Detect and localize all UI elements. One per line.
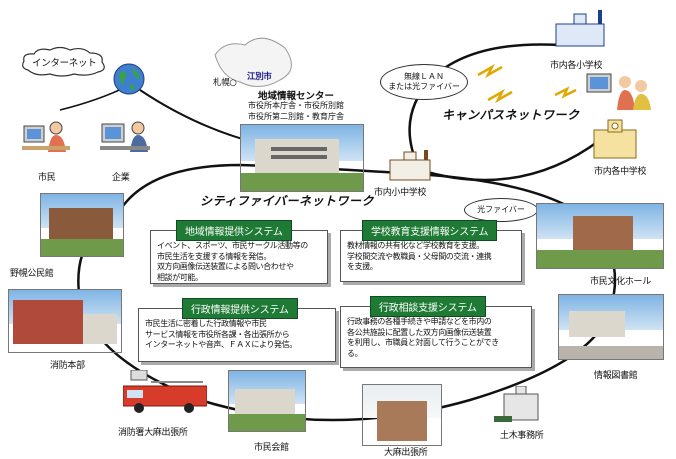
admin-info-title: 行政情報提供システム: [182, 298, 298, 319]
fire-hq-photo: [8, 289, 122, 353]
admin-consult-text: 行政事務の各種手続きや申請などを市内の 各公共施設に配置した双方向画像伝送装置 …: [347, 317, 499, 358]
info-library-label: 情報図書館: [594, 371, 638, 381]
center-sub-line1: 市役所本庁舎・市役所別館: [248, 101, 344, 110]
fire-truck-icon: [122, 369, 208, 414]
citizen-label: 市民: [38, 173, 56, 183]
info-library-photo: [558, 294, 664, 360]
company-computer-icon: [100, 118, 152, 158]
regional-info-title: 地域情報提供システム: [176, 220, 292, 241]
fiber-bubble: 光ファイバー: [464, 198, 538, 222]
center-sub-line2: 市役所第二別館・教育庁舎: [248, 112, 344, 121]
wireless-line2: または光ファイバー: [388, 82, 460, 91]
city-label: 江別市: [247, 72, 272, 82]
culture-hall-photo: [536, 203, 664, 269]
center-title: 地域情報センター: [258, 91, 335, 102]
mid-elem-school-icon: [388, 150, 432, 182]
fire-hq-label: 消防本部: [50, 361, 85, 371]
nopporo-hall-label: 野幌公民館: [10, 269, 54, 279]
admin-consult-title: 行政相談支援システム: [370, 296, 486, 317]
sapporo-label: 札幌○: [213, 78, 237, 88]
mid-elem-school-label: 市内小中学校: [374, 188, 427, 198]
citizen-computer-icon: [22, 118, 72, 158]
internet-cloud: インターネット: [18, 46, 110, 78]
company-label: 企業: [112, 173, 130, 183]
elementary-schools-label: 市内各小学校: [550, 61, 603, 71]
wireless-bubble: 無線ＬＡＮ または光ファイバー: [380, 64, 468, 100]
culture-hall-label: 市民文化ホール: [590, 277, 651, 287]
oasa-office-photo: [362, 384, 442, 446]
lightning-icon: [487, 88, 513, 104]
school-support-text: 教材情報の共有化など学校教育を支援。 学校間交流や教職員・父母間の交流・連携 を…: [347, 241, 492, 271]
fiber-label: 光ファイバー: [477, 205, 525, 214]
center-photo: [240, 124, 364, 192]
school-support-title: 学校教育支援情報システム: [362, 220, 498, 241]
admin-info-text: 市民生活に密着した行政情報や市民 サービス情報を市役所各課・各出張所から インタ…: [145, 319, 297, 349]
city-fiber-title: シティファイバーネットワーク: [200, 194, 375, 208]
oasa-office-label: 大麻出張所: [384, 448, 428, 458]
elementary-school-icon: [552, 10, 608, 50]
middle-school-icon: [590, 118, 640, 160]
lightning-icon: [554, 86, 577, 99]
campus-link-2: [419, 138, 601, 182]
nopporo-hall-photo: [40, 193, 124, 257]
civic-hall-photo: [228, 370, 306, 432]
globe-icon: [112, 62, 146, 96]
middle-schools-label: 市内各中学校: [594, 167, 647, 177]
fire-station-label: 消防署大麻出張所: [118, 428, 188, 438]
campus-network-title: キャンパスネットワーク: [442, 108, 580, 122]
civil-office-icon: [494, 385, 546, 424]
classroom-icon: [585, 70, 655, 114]
civil-office-label: 土木事務所: [500, 431, 544, 441]
wireless-line1: 無線ＬＡＮ: [404, 72, 444, 81]
regional-info-text: イベント、スポーツ、市民サークル活動等の 市民生活を支援する情報を発信。 双方向…: [157, 241, 308, 282]
hokkaido-map-icon: [214, 37, 292, 87]
admin-info-box: 市民生活に密着した行政情報や市民 サービス情報を市役所各課・各出張所から インタ…: [138, 308, 336, 362]
lightning-icon: [477, 63, 503, 79]
internet-label: インターネット: [32, 58, 97, 69]
civic-hall-label: 市民会館: [254, 443, 289, 453]
